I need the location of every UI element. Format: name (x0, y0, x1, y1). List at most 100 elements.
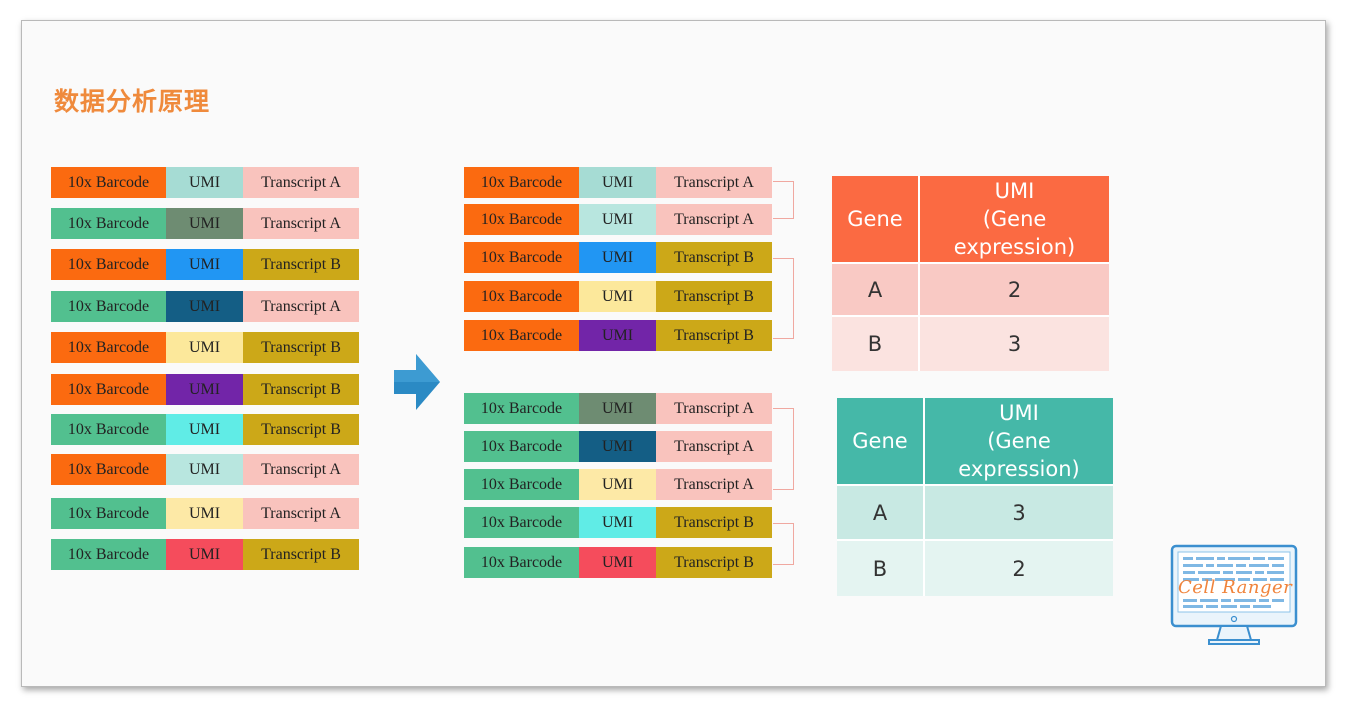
barcode-segment: 10x Barcode (464, 547, 579, 578)
transcript-segment: Transcript B (656, 320, 772, 351)
transcript-segment: Transcript A (656, 393, 772, 424)
barcode-segment: 10x Barcode (464, 431, 579, 462)
barcode-segment: 10x Barcode (51, 208, 166, 239)
gene-cell: B (832, 315, 920, 371)
transcript-segment: Transcript A (243, 454, 359, 485)
transcript-segment: Transcript B (656, 242, 772, 273)
umi-segment: UMI (579, 507, 656, 538)
umi-segment: UMI (166, 332, 243, 363)
umi-segment: UMI (579, 281, 656, 312)
barcode-segment: 10x Barcode (464, 393, 579, 424)
barcode-segment: 10x Barcode (51, 498, 166, 529)
gene-cell: A (832, 262, 920, 316)
umi-segment: UMI (166, 414, 243, 445)
gene-header: Gene (837, 398, 925, 485)
umi-segment: UMI (166, 539, 243, 570)
transcript-segment: Transcript A (656, 469, 772, 500)
umi-segment: UMI (166, 454, 243, 485)
transcript-segment: Transcript B (243, 249, 359, 280)
count-cell: 2 (919, 262, 1109, 316)
barcode-segment: 10x Barcode (51, 454, 166, 485)
transcript-segment: Transcript A (656, 204, 772, 235)
transcript-segment: Transcript A (656, 167, 772, 198)
bracket-transcript-b-cell2 (773, 523, 794, 565)
barcode-segment: 10x Barcode (51, 167, 166, 198)
gene-expression-table-cell1: Gene UMI (Gene expression) A 2 B 3 (832, 176, 1109, 371)
umi-segment: UMI (579, 393, 656, 424)
transcript-segment: Transcript B (656, 507, 772, 538)
umi-segment: UMI (166, 208, 243, 239)
table-row: A 2 (832, 262, 1109, 316)
gene-cell: B (837, 539, 925, 596)
umi-segment: UMI (166, 374, 243, 405)
bracket-transcript-b-cell1 (773, 258, 794, 339)
umi-segment: UMI (166, 498, 243, 529)
umi-segment: UMI (166, 167, 243, 198)
barcode-segment: 10x Barcode (464, 281, 579, 312)
barcode-segment: 10x Barcode (464, 204, 579, 235)
count-cell: 3 (924, 484, 1113, 540)
table-row: B 3 (832, 315, 1109, 371)
transcript-segment: Transcript B (243, 539, 359, 570)
umi-header-line1: UMI (994, 179, 1035, 203)
cell-ranger-monitor-icon (1170, 544, 1298, 645)
transcript-segment: Transcript B (656, 547, 772, 578)
umi-segment: UMI (579, 204, 656, 235)
transcript-segment: Transcript B (656, 281, 772, 312)
umi-header: UMI (Gene expression) (919, 176, 1109, 263)
barcode-segment: 10x Barcode (464, 469, 579, 500)
count-cell: 3 (919, 315, 1109, 371)
barcode-segment: 10x Barcode (51, 374, 166, 405)
transcript-segment: Transcript B (243, 332, 359, 363)
barcode-segment: 10x Barcode (51, 414, 166, 445)
umi-segment: UMI (579, 320, 656, 351)
gene-expression-table-cell2: Gene UMI (Gene expression) A 3 B 2 (837, 398, 1113, 596)
transcript-segment: Transcript A (243, 498, 359, 529)
umi-header-line2: (Gene expression) (953, 207, 1076, 259)
umi-header: UMI (Gene expression) (924, 398, 1113, 485)
cell-ranger-logo-text: Cell Ranger (1178, 577, 1293, 598)
gene-header: Gene (832, 176, 920, 263)
slide-title: 数据分析原理 (54, 87, 211, 116)
umi-segment: UMI (579, 469, 656, 500)
umi-segment: UMI (166, 291, 243, 322)
barcode-segment: 10x Barcode (51, 249, 166, 280)
barcode-segment: 10x Barcode (51, 539, 166, 570)
right-arrow-icon (394, 354, 440, 410)
barcode-segment: 10x Barcode (51, 332, 166, 363)
barcode-segment: 10x Barcode (51, 291, 166, 322)
transcript-segment: Transcript A (243, 167, 359, 198)
umi-segment: UMI (579, 431, 656, 462)
count-cell: 2 (924, 539, 1113, 596)
transcript-segment: Transcript B (243, 414, 359, 445)
umi-segment: UMI (579, 547, 656, 578)
gene-cell: A (837, 484, 925, 540)
barcode-segment: 10x Barcode (464, 507, 579, 538)
transcript-segment: Transcript B (243, 374, 359, 405)
table-row: B 2 (837, 539, 1113, 596)
barcode-segment: 10x Barcode (464, 242, 579, 273)
umi-header-line2: (Gene expression) (958, 429, 1080, 481)
umi-segment: UMI (166, 249, 243, 280)
umi-header-line1: UMI (999, 401, 1039, 425)
transcript-segment: Transcript A (243, 291, 359, 322)
